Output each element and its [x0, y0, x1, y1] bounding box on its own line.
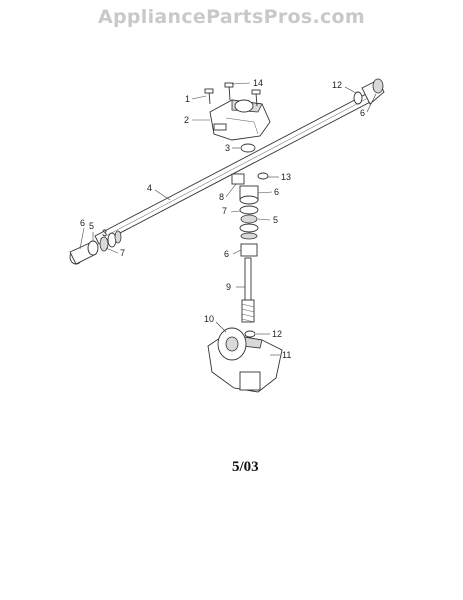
callout-10: 10 [204, 314, 214, 324]
callout-3: 3 [102, 228, 107, 238]
leader-lines [79, 82, 377, 356]
diagram-date: 5/03 [232, 459, 259, 475]
worm-shaft[interactable] [241, 257, 255, 323]
callout-3: 3 [225, 143, 230, 153]
callout-7: 7 [120, 248, 125, 258]
callout-5: 5 [273, 215, 278, 225]
housing-screws[interactable] [204, 82, 261, 107]
callout-13: 13 [281, 172, 291, 182]
callout-14: 14 [253, 78, 263, 88]
callout-6: 6 [274, 187, 279, 197]
callout-6: 6 [80, 218, 85, 228]
vertical-stack[interactable] [239, 185, 259, 257]
callout-6: 6 [224, 249, 229, 259]
callout-2: 2 [184, 115, 189, 125]
callout-8: 8 [219, 192, 224, 202]
callout-12: 12 [332, 80, 342, 90]
right-bushing-assembly[interactable] [353, 78, 385, 105]
washer-12[interactable] [244, 330, 256, 338]
callout-9: 9 [226, 282, 231, 292]
upper-housing[interactable] [209, 99, 271, 141]
callout-7: 7 [222, 206, 227, 216]
callout-12: 12 [272, 329, 282, 339]
worm-gear[interactable] [217, 327, 247, 361]
callout-1: 1 [185, 94, 190, 104]
washer-3[interactable] [240, 143, 256, 153]
collar-and-pin[interactable] [231, 172, 269, 185]
watermark: AppliancePartsPros.com [97, 6, 365, 28]
callout-4: 4 [147, 183, 152, 193]
callout-6: 6 [360, 108, 365, 118]
callout-5: 5 [89, 221, 94, 231]
left-bushing-assembly[interactable] [69, 230, 122, 265]
callout-11: 11 [282, 350, 291, 360]
